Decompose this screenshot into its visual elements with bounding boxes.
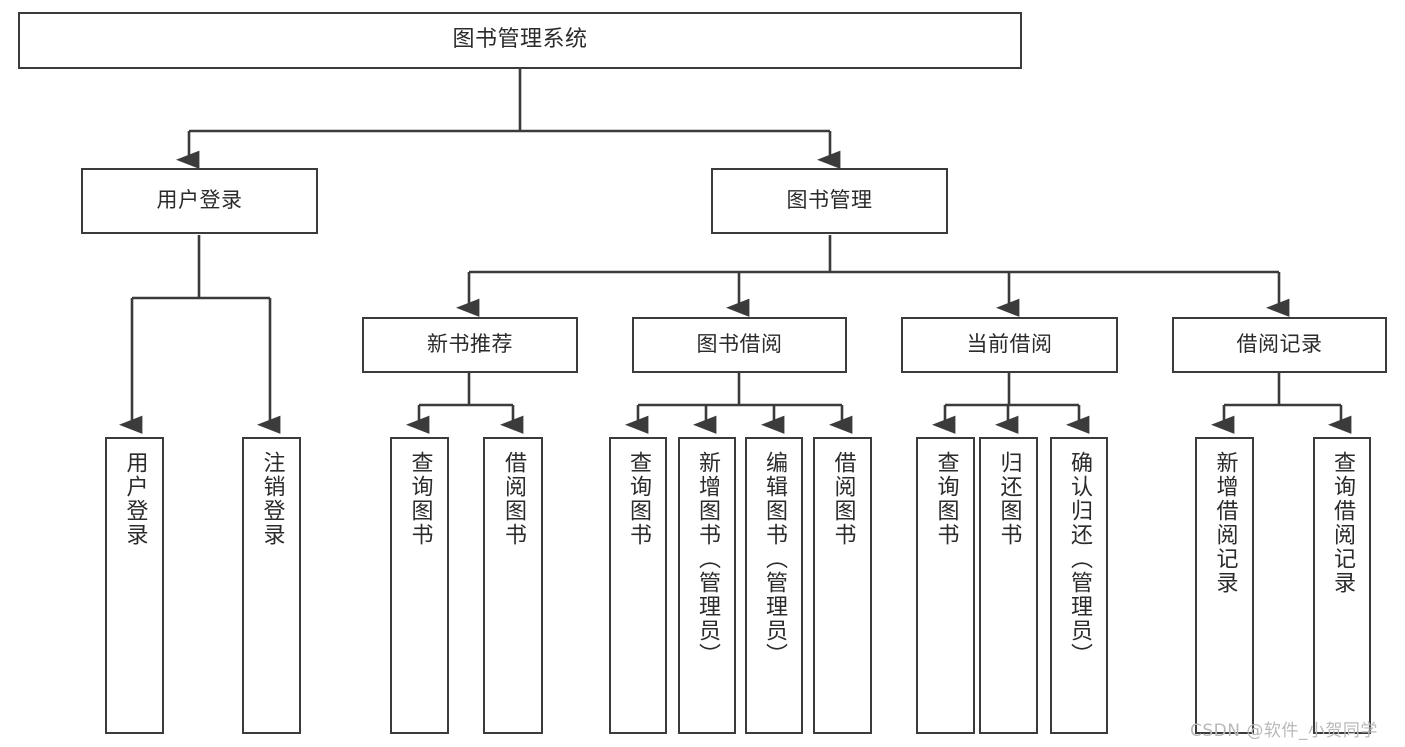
leaf-label: 用户登录 [122, 451, 148, 547]
node-user-login[interactable]: 用户登录 [81, 168, 318, 234]
node-new-book-recommend[interactable]: 新书推荐 [362, 317, 578, 373]
node-book-borrow[interactable]: 图书借阅 [632, 317, 847, 373]
node-leaf-user-logout[interactable]: 注销登录 [242, 437, 301, 734]
leaf-label: 归还图书 [996, 451, 1022, 547]
leaf-label: 新增图书（管理员） [694, 451, 720, 667]
csdn-watermark: CSDN @软件_小贺同学 [1190, 721, 1378, 741]
node-leaf-newbook-borrow[interactable]: 借阅图书 [483, 437, 543, 734]
node-borrow-record[interactable]: 借阅记录 [1172, 317, 1387, 373]
leaf-label: 查询图书 [625, 451, 651, 547]
leaf-label: 确认归还（管理员） [1066, 451, 1092, 667]
node-current-borrow[interactable]: 当前借阅 [901, 317, 1118, 373]
node-leaf-borrow-add[interactable]: 新增图书（管理员） [678, 437, 736, 734]
leaf-label: 查询借阅记录 [1329, 451, 1355, 595]
leaf-label: 编辑图书（管理员） [761, 451, 787, 667]
leaf-label: 注销登录 [259, 451, 285, 547]
node-leaf-borrow-edit[interactable]: 编辑图书（管理员） [745, 437, 803, 734]
node-leaf-current-confirm-return[interactable]: 确认归还（管理员） [1050, 437, 1108, 734]
leaf-label: 借阅图书 [500, 451, 526, 547]
node-leaf-record-add[interactable]: 新增借阅记录 [1195, 437, 1254, 734]
node-leaf-borrow-borrow[interactable]: 借阅图书 [813, 437, 872, 734]
node-book-management[interactable]: 图书管理 [711, 168, 948, 234]
node-leaf-current-query[interactable]: 查询图书 [916, 437, 975, 734]
node-leaf-user-login-1[interactable]: 用户登录 [105, 437, 164, 734]
node-leaf-newbook-query[interactable]: 查询图书 [390, 437, 449, 734]
leaf-label: 查询图书 [933, 451, 959, 547]
node-leaf-current-return[interactable]: 归还图书 [979, 437, 1038, 734]
node-leaf-borrow-query[interactable]: 查询图书 [609, 437, 667, 734]
leaf-label: 借阅图书 [830, 451, 856, 547]
node-root-system[interactable]: 图书管理系统 [18, 12, 1022, 69]
leaf-label: 新增借阅记录 [1212, 451, 1238, 595]
node-leaf-record-query[interactable]: 查询借阅记录 [1313, 437, 1371, 734]
leaf-label: 查询图书 [407, 451, 433, 547]
